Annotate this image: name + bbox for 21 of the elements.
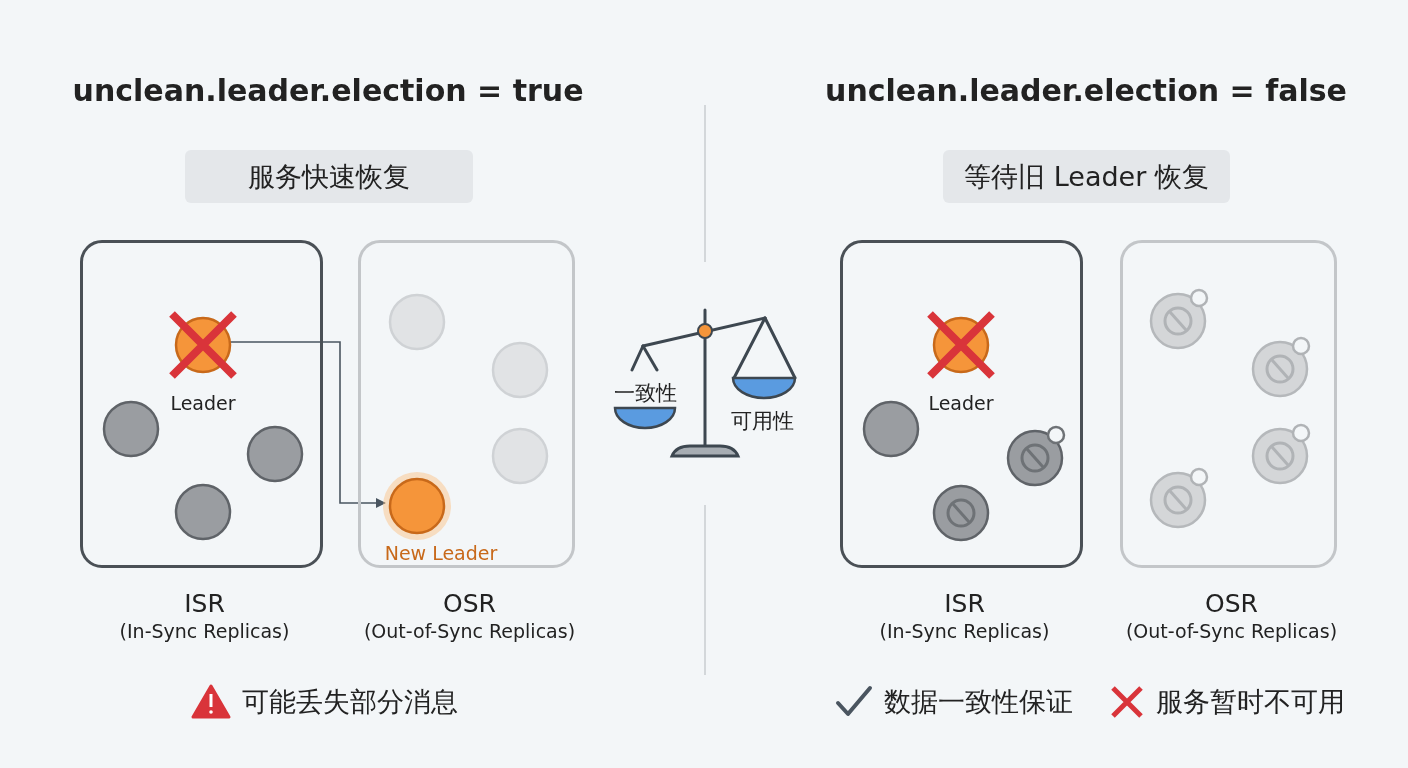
node-label: Leader (928, 392, 994, 414)
group-subtitle: (Out-of-Sync Replicas) (363, 620, 576, 642)
status-text: 服务暂时不可用 (1156, 685, 1345, 719)
callout-box: 等待旧 Leader 恢复 (943, 150, 1230, 203)
warning-text: 可能丢失部分消息 (242, 685, 458, 719)
status-text: 数据一致性保证 (884, 685, 1073, 719)
node-label: New Leader (384, 542, 498, 564)
group-subtitle: (Out-of-Sync Replicas) (1125, 620, 1338, 642)
node-label: Leader (170, 392, 236, 414)
heading: unclean.leader.election = true (72, 72, 584, 108)
group-subtitle: (In-Sync Replicas) (119, 620, 290, 642)
scale-label: 可用性 (730, 408, 794, 435)
group-label: ISR (944, 588, 985, 618)
scale-label: 一致性 (613, 380, 677, 407)
callout-box: 服务快速恢复 (185, 150, 473, 203)
group-subtitle: (In-Sync Replicas) (879, 620, 1050, 642)
group-label: OSR (443, 588, 496, 618)
group-label: ISR (184, 588, 225, 618)
group-label: OSR (1205, 588, 1258, 618)
arrow (229, 341, 386, 508)
heading: unclean.leader.election = false (825, 72, 1347, 108)
